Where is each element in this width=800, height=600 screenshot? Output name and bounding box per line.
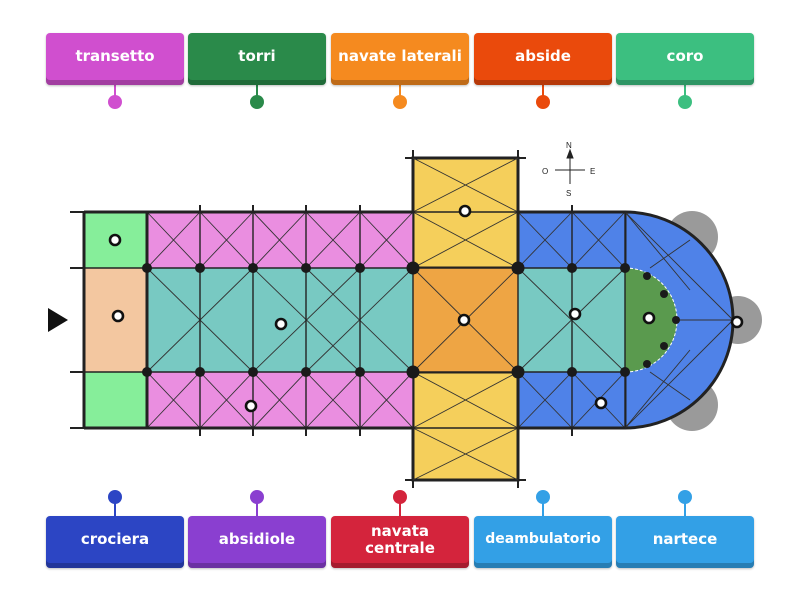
drop-target-transept[interactable] (458, 204, 472, 218)
top-label-pin (108, 95, 122, 109)
top-label-pin (393, 95, 407, 109)
drop-target-narthex[interactable] (111, 309, 125, 323)
compass-icon (555, 148, 585, 184)
top-label-stem (399, 85, 401, 99)
label-coro[interactable]: coro (616, 33, 754, 85)
top-label-stem (542, 85, 544, 99)
bottom-label-stem (399, 500, 401, 516)
bottom-label-pin (536, 490, 550, 504)
bottom-label-stem (114, 500, 116, 516)
transept-south (411, 370, 520, 482)
compass-south-label: S (566, 189, 571, 198)
label-navata-centrale[interactable]: navata centrale (331, 516, 469, 568)
drop-target-apse[interactable] (642, 311, 656, 325)
label-transetto[interactable]: transetto (46, 33, 184, 85)
drop-target-side-aisle[interactable] (244, 399, 258, 413)
top-label-pin (678, 95, 692, 109)
compass-east-label: E (590, 167, 595, 176)
bottom-label-pin (678, 490, 692, 504)
label-nartece[interactable]: nartece (616, 516, 754, 568)
bottom-label-pin (108, 490, 122, 504)
label-torri[interactable]: torri (188, 33, 326, 85)
entrance-arrow-icon (48, 308, 68, 332)
bottom-label-pin (393, 490, 407, 504)
top-label-pin (250, 95, 264, 109)
bottom-label-stem (542, 500, 544, 516)
drop-target-chapel[interactable] (730, 315, 744, 329)
top-label-pin (536, 95, 550, 109)
top-label-stem (114, 85, 116, 99)
drop-target-choir[interactable] (568, 307, 582, 321)
drop-target-tower[interactable] (108, 233, 122, 247)
tower-south (84, 372, 147, 428)
piers (142, 261, 680, 379)
top-label-stem (256, 85, 258, 99)
top-label-stem (684, 85, 686, 99)
compass-west-label: O (542, 167, 548, 176)
drop-target-ambulatory[interactable] (594, 396, 608, 410)
label-navate-laterali[interactable]: navate laterali (331, 33, 469, 85)
label-absidiole[interactable]: absidiole (188, 516, 326, 568)
plan-walls (70, 150, 626, 488)
bottom-label-stem (256, 500, 258, 516)
label-abside[interactable]: abside (474, 33, 612, 85)
compass-north-label: N (566, 141, 572, 150)
label-crociera[interactable]: crociera (46, 516, 184, 568)
drop-target-crossing[interactable] (457, 313, 471, 327)
drop-target-central-nave[interactable] (274, 317, 288, 331)
label-deambulatorio[interactable]: deambulatorio (474, 516, 612, 568)
bottom-label-pin (250, 490, 264, 504)
bottom-label-stem (684, 500, 686, 516)
